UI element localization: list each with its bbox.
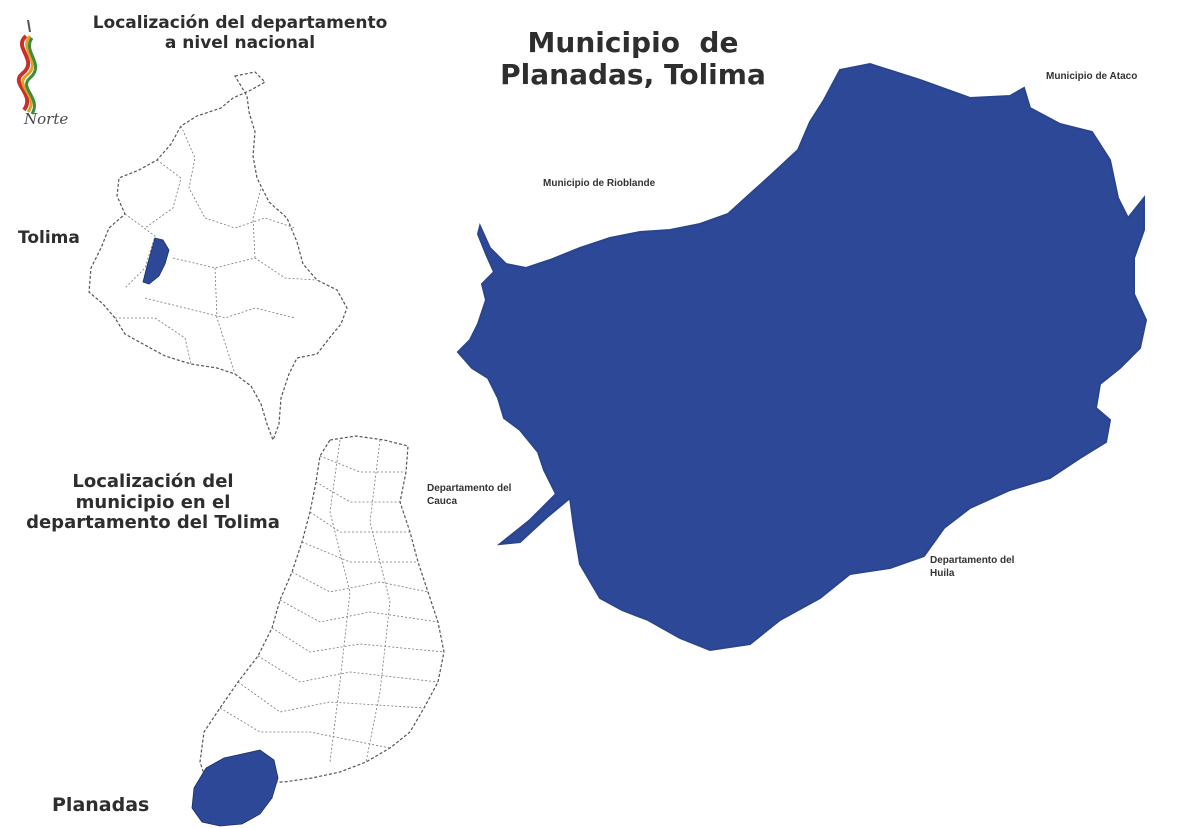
logo-ribbon-icon <box>16 19 38 115</box>
planadas-municipality-shape <box>456 62 1148 652</box>
tolima-highlight <box>142 237 170 285</box>
national-map-title: Localización del departamento a nivel na… <box>60 13 420 53</box>
tolima-outline <box>199 435 445 793</box>
neighbor-huila-label: Departamento del Huila <box>930 555 1014 580</box>
municipality-map-title-line2: Planadas, Tolima <box>500 58 766 92</box>
tolima-map <box>191 435 445 827</box>
logo: Norte <box>6 18 96 133</box>
colombia-outline <box>88 71 348 442</box>
department-map-title-line2: municipio en el <box>75 491 231 513</box>
neighbor-ataco-label: Municipio de Ataco <box>1046 71 1138 82</box>
tolima-label: Tolima <box>18 228 80 248</box>
colombia-internal-borders <box>115 125 318 375</box>
national-map-title-line1: Localización del departamento <box>92 13 388 33</box>
municipality-map-title: Municipio de Planadas, Tolima <box>488 26 778 92</box>
tolima-municipal-borders <box>219 439 445 763</box>
neighbor-rioblanco-label: Municipio de Rioblande <box>543 178 656 189</box>
neighbor-cauca-line2: Cauca <box>427 495 458 507</box>
national-map-title-line2: a nivel nacional <box>164 32 316 53</box>
planadas-highlight <box>191 749 279 827</box>
neighbor-huila-line2: Huila <box>930 567 955 579</box>
colombia-map <box>88 71 348 442</box>
planadas-label: Planadas <box>52 794 150 816</box>
logo-text: Norte <box>24 110 69 128</box>
neighbor-cauca-line1: Departamento del <box>427 483 512 494</box>
department-map-title-line3: departamento del Tolima <box>26 512 280 534</box>
department-map-title: Localización del municipio en el departa… <box>8 471 298 534</box>
department-map-title-line1: Localización del <box>72 471 234 492</box>
neighbor-cauca-label: Departamento del Cauca <box>427 483 511 508</box>
neighbor-huila-line1: Departamento del <box>930 555 1015 566</box>
municipality-map-title-line1: Municipio de <box>527 26 739 59</box>
planadas-map <box>456 62 1148 652</box>
